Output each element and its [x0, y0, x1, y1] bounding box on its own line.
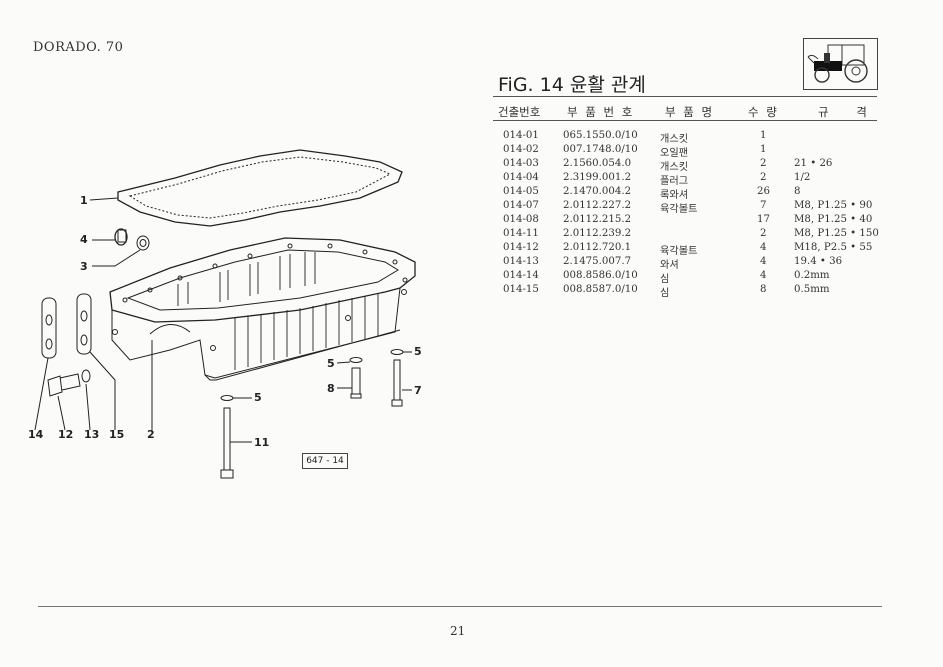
row-part-name: 육각볼트 — [660, 246, 698, 257]
row-spec: 19.4 • 36 — [794, 256, 843, 267]
row-part-name: 심 — [660, 288, 670, 299]
row-part-number: 2.1560.054.0 — [563, 158, 632, 169]
row-part-number: 2.1475.007.7 — [563, 256, 632, 267]
callout-5a: 5 — [327, 357, 335, 370]
row-part-name: 록와셔 — [660, 190, 689, 201]
row-ref: 014-15 — [503, 284, 539, 295]
row-ref: 014-04 — [503, 172, 539, 183]
row-quantity: 1 — [760, 144, 767, 155]
column-header-quantity: 수 량 — [748, 105, 779, 119]
row-part-number: 2.0112.239.2 — [563, 228, 632, 239]
callout-7: 7 — [414, 384, 422, 397]
callout-3: 3 — [80, 260, 88, 273]
row-quantity: 4 — [760, 242, 767, 253]
page-number: 21 — [450, 624, 466, 638]
row-part-name: 육각볼트 — [660, 204, 698, 215]
row-spec: 0.2mm — [794, 270, 830, 281]
row-part-number: 2.3199.001.2 — [563, 172, 632, 183]
row-quantity: 2 — [760, 158, 767, 169]
row-quantity: 2 — [760, 228, 767, 239]
row-part-name: 와셔 — [660, 260, 679, 271]
row-quantity: 1 — [760, 130, 767, 141]
oil-pan-top — [109, 237, 416, 323]
gasket-inner-outline — [128, 156, 392, 219]
row-spec: 8 — [794, 186, 801, 197]
row-quantity: 7 — [760, 200, 767, 211]
row-ref: 014-05 — [503, 186, 539, 197]
row-spec: M8, P1.25 • 90 — [794, 200, 873, 211]
figure-code: 647 - 14 — [302, 453, 348, 469]
callout-5c: 5 — [254, 391, 262, 404]
callout-5b: 5 — [414, 345, 422, 358]
tractor-icon — [807, 44, 868, 83]
row-quantity: 8 — [760, 284, 767, 295]
row-quantity: 4 — [760, 270, 767, 281]
row-quantity: 17 — [757, 214, 770, 225]
footer-rule — [38, 606, 882, 607]
row-part-number: 2.0112.215.2 — [563, 214, 632, 225]
row-quantity: 4 — [760, 256, 767, 267]
row-spec: M8, P1.25 • 150 — [794, 228, 879, 239]
row-part-name: 오일팬 — [660, 148, 689, 159]
row-part-name: 개스킷 — [660, 134, 689, 145]
row-ref: 014-01 — [503, 130, 539, 141]
callout-4: 4 — [80, 233, 88, 246]
row-ref: 014-08 — [503, 214, 539, 225]
row-ref: 014-11 — [503, 228, 539, 239]
row-part-name: 심 — [660, 274, 670, 285]
table-top-rule — [493, 96, 877, 97]
row-spec: M18, P2.5 • 55 — [794, 242, 873, 253]
model-name: DORADO. 70 — [33, 40, 124, 55]
row-spec: 1/2 — [794, 172, 811, 183]
callout-11: 11 — [254, 436, 270, 449]
row-part-number: 007.1748.0/10 — [563, 144, 638, 155]
row-spec: 0.5mm — [794, 284, 830, 295]
gasket-outline — [117, 149, 403, 227]
tractor-logo — [803, 38, 878, 90]
column-header-spec: 규 격 — [818, 105, 879, 119]
row-part-number: 008.8587.0/10 — [563, 284, 638, 295]
callout-15: 15 — [109, 428, 125, 441]
column-header-part-name: 부 품 명 — [665, 105, 715, 119]
row-ref: 014-13 — [503, 256, 539, 267]
callout-12: 12 — [58, 428, 74, 441]
column-header-ref: 건출번호 — [498, 105, 541, 119]
callout-8: 8 — [327, 382, 335, 395]
row-quantity: 2 — [760, 172, 767, 183]
row-ref: 014-02 — [503, 144, 539, 155]
row-spec: 21 • 26 — [794, 158, 833, 169]
row-part-name: 플러그 — [660, 176, 689, 187]
table-header-rule — [493, 120, 877, 121]
row-part-number: 2.0112.720.1 — [563, 242, 632, 253]
row-quantity: 26 — [757, 186, 770, 197]
row-part-number: 008.8586.0/10 — [563, 270, 638, 281]
figure-title: FiG. 14 윤활 관계 — [498, 74, 646, 96]
row-part-name: 개스킷 — [660, 162, 689, 173]
row-ref: 014-14 — [503, 270, 539, 281]
callout-14: 14 — [28, 428, 44, 441]
row-ref: 014-12 — [503, 242, 539, 253]
row-spec: M8, P1.25 • 40 — [794, 214, 873, 225]
callout-13: 13 — [84, 428, 100, 441]
callout-1: 1 — [80, 194, 88, 207]
column-header-part-number: 부 품 번 호 — [567, 105, 635, 119]
row-part-number: 2.0112.227.2 — [563, 200, 632, 211]
oil-pan-inner — [126, 249, 399, 311]
row-ref: 014-07 — [503, 200, 539, 211]
callout-2: 2 — [147, 428, 155, 441]
row-ref: 014-03 — [503, 158, 539, 169]
row-part-number: 065.1550.0/10 — [563, 130, 638, 141]
row-part-number: 2.1470.004.2 — [563, 186, 632, 197]
oil-pan-side — [111, 287, 401, 379]
